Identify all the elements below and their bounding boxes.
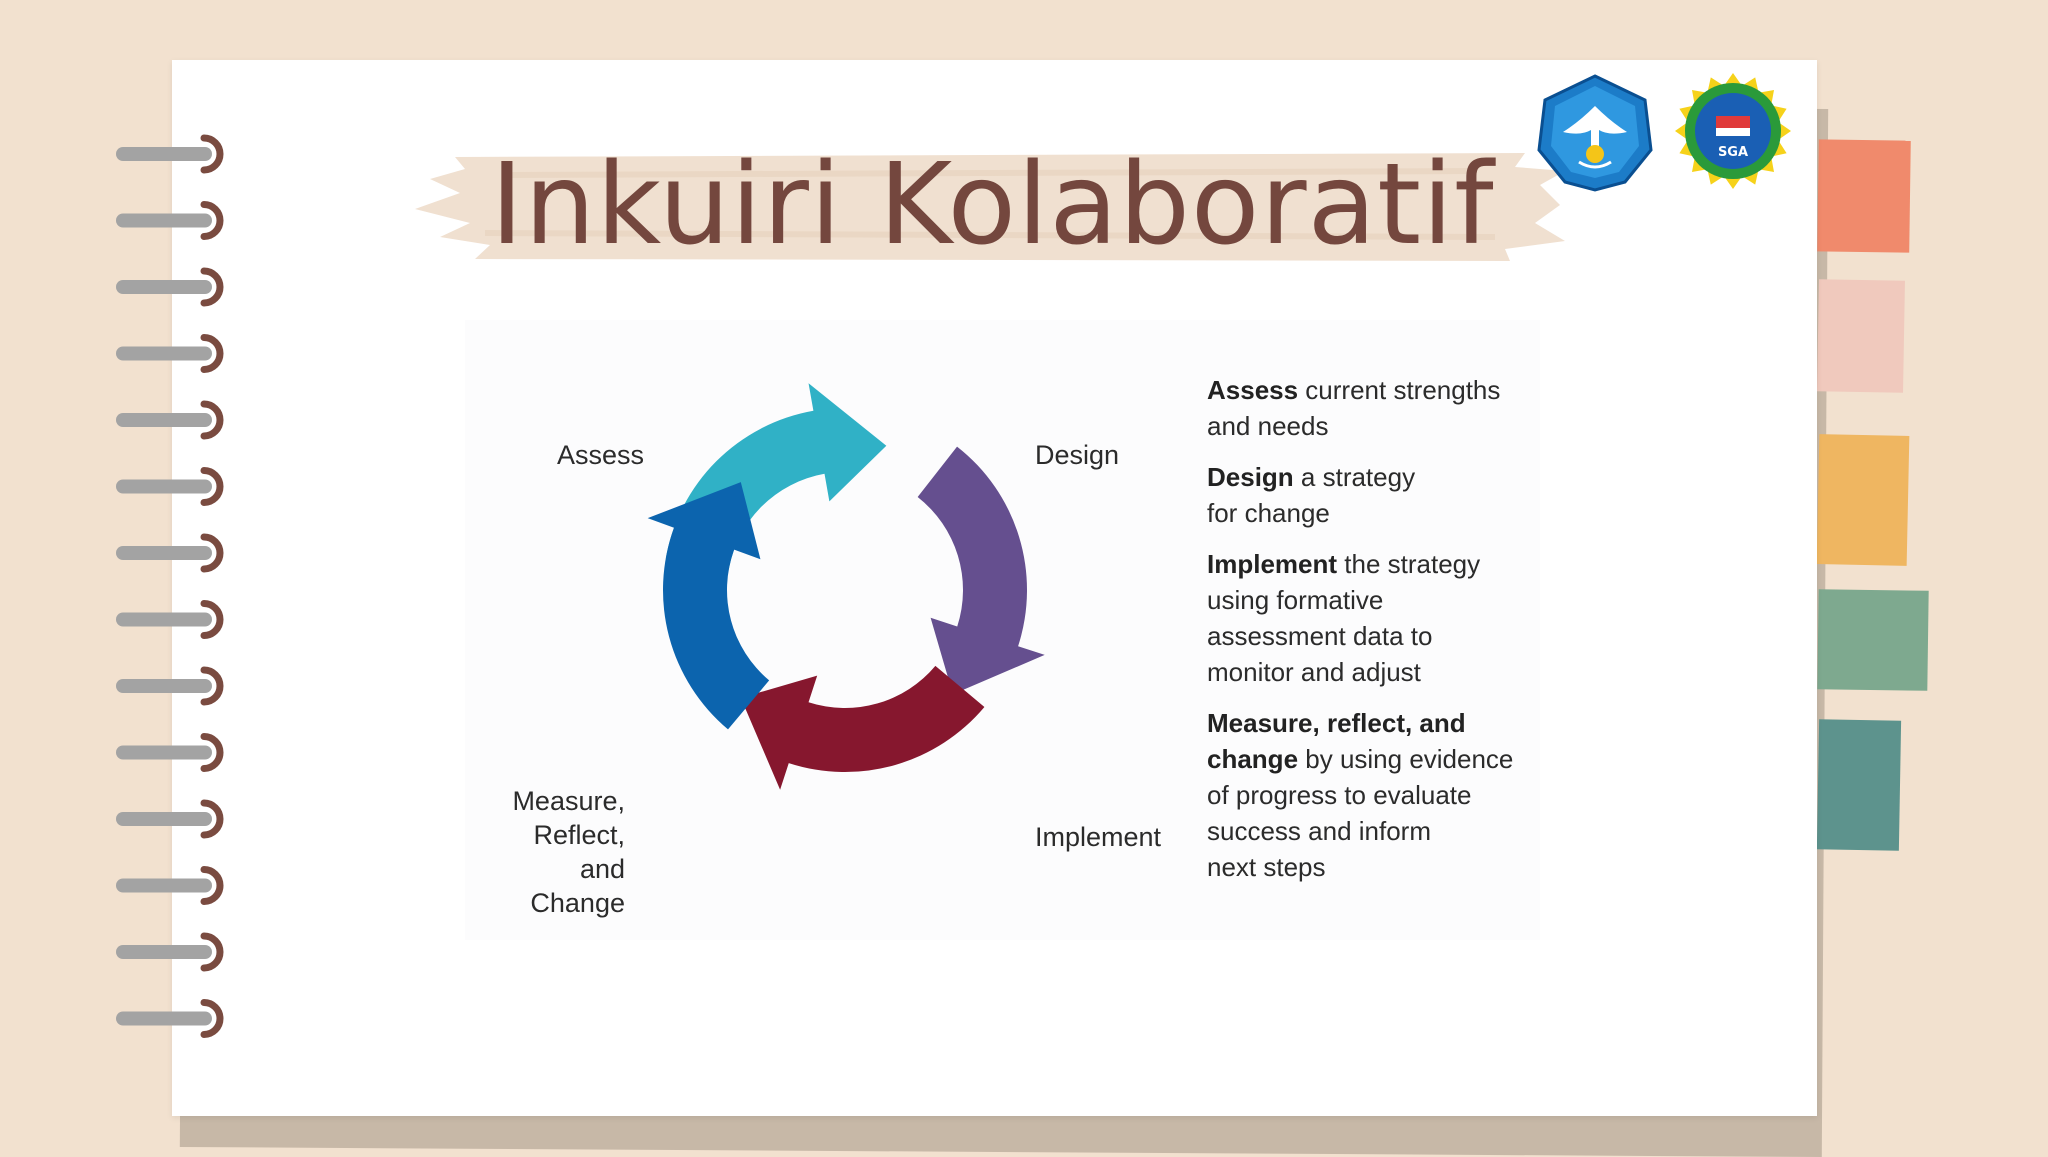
tab-pink: [1817, 279, 1905, 393]
description-implement: Implement the strategy using formative a…: [1207, 546, 1537, 690]
stage-label-assess: Assess: [557, 440, 645, 470]
description-text: and needs: [1207, 411, 1329, 441]
spiral-ring-loop: [200, 733, 224, 772]
description-text: assessment data to: [1207, 621, 1433, 651]
cycle-diagram: [647, 383, 1045, 790]
tab-coral: [1817, 139, 1911, 253]
description-line: Assess current strengths: [1207, 372, 1537, 408]
stage-label-measure-line: and Change: [530, 854, 625, 918]
description-line: for change: [1207, 495, 1537, 531]
stage-label-measure: Measure, Reflect, and Change: [495, 784, 625, 920]
description-bold: change: [1207, 744, 1299, 774]
spiral-ring-bar: [116, 546, 212, 560]
description-text: current strengths: [1298, 375, 1501, 405]
spiral-ring-loop: [200, 666, 224, 706]
spiral-ring-loop: [200, 267, 224, 307]
implement-arrow: [740, 665, 985, 790]
spiral-ring-loop: [200, 201, 224, 240]
description-text: by using evidence: [1298, 744, 1514, 774]
design-arrow: [917, 446, 1045, 695]
description-line: monitor and adjust: [1207, 654, 1537, 690]
description-bold: Measure, reflect, and: [1207, 708, 1466, 738]
description-assess: Assess current strengths and needs: [1207, 372, 1537, 444]
description-line: Measure, reflect, and: [1207, 705, 1537, 741]
spiral-ring-bar: [116, 413, 212, 427]
page-title: Inkuiri Kolaboratif: [490, 140, 1495, 270]
title-banner: Inkuiri Kolaboratif: [415, 145, 1570, 265]
spiral-ring-loop: [200, 334, 224, 373]
description-line: Implement the strategy: [1207, 546, 1537, 582]
spiral-ring-loop: [200, 932, 224, 972]
spiral-ring-loop: [200, 600, 224, 639]
stage-label-measure-line: Reflect,: [533, 820, 625, 850]
stage-label-implement: Implement: [1035, 822, 1162, 852]
description-text: next steps: [1207, 852, 1326, 882]
tab-orange: [1816, 434, 1910, 566]
sga-school-logo: SGA: [1675, 73, 1791, 189]
spiral-ring-bar: [116, 878, 212, 893]
description-text: for change: [1207, 498, 1330, 528]
svg-text:SGA: SGA: [1718, 145, 1748, 160]
description-text: success and inform: [1207, 816, 1431, 846]
description-measure: Measure, reflect, and change by using ev…: [1207, 705, 1537, 885]
spiral-ring-bar: [116, 213, 212, 228]
brush-stroke: [415, 153, 1565, 261]
spiral-ring-bar: [116, 147, 212, 161]
spiral-ring-bar: [116, 812, 212, 826]
spiral-ring-loop: [200, 866, 224, 905]
spiral-ring-bar: [116, 280, 212, 294]
measure-arrow: [647, 482, 770, 730]
diagram-panel: Assess Design Implement Measure, Reflect…: [465, 320, 1540, 940]
description-line: assessment data to: [1207, 618, 1537, 654]
spiral-ring-loop: [200, 134, 224, 174]
spiral-ring-loop: [200, 799, 224, 839]
description-text: monitor and adjust: [1207, 657, 1421, 687]
description-design: Design a strategy for change: [1207, 459, 1537, 531]
spiral-ring-bar: [116, 1011, 212, 1026]
tut-wuri-handayani-logo: [1537, 74, 1653, 192]
spiral-ring-loop: [200, 467, 224, 506]
spiral-ring-loop: [200, 999, 224, 1038]
stage-label-design: Design: [1035, 440, 1120, 470]
description-line: Design a strategy: [1207, 459, 1537, 495]
spiral-ring-loop: [200, 400, 224, 440]
stage-label-measure-line: Measure,: [512, 786, 625, 816]
description-text: the strategy: [1337, 549, 1481, 579]
spiral-ring-bar: [116, 346, 212, 361]
description-line: of progress to evaluate: [1207, 777, 1537, 813]
spiral-ring-loop: [200, 533, 224, 573]
description-text: of progress to evaluate: [1207, 780, 1472, 810]
description-text: using formative: [1207, 585, 1384, 615]
spiral-binding: [116, 134, 224, 1038]
description-bold: Design: [1207, 462, 1294, 492]
spiral-ring-bar: [116, 945, 212, 959]
spiral-ring-bar: [116, 479, 212, 494]
description-text: a strategy: [1293, 462, 1416, 492]
description-line: change by using evidence: [1207, 741, 1537, 777]
description-line: next steps: [1207, 849, 1537, 885]
description-bold: Assess: [1207, 375, 1299, 405]
description-bold: Implement: [1207, 549, 1338, 579]
description-line: using formative: [1207, 582, 1537, 618]
spiral-ring-bar: [116, 679, 212, 693]
spiral-ring-bar: [116, 745, 212, 760]
spiral-ring-bar: [116, 612, 212, 627]
description-line: success and inform: [1207, 813, 1537, 849]
tab-teal: [1816, 719, 1902, 851]
tab-green: [1817, 589, 1929, 691]
description-line: and needs: [1207, 408, 1537, 444]
